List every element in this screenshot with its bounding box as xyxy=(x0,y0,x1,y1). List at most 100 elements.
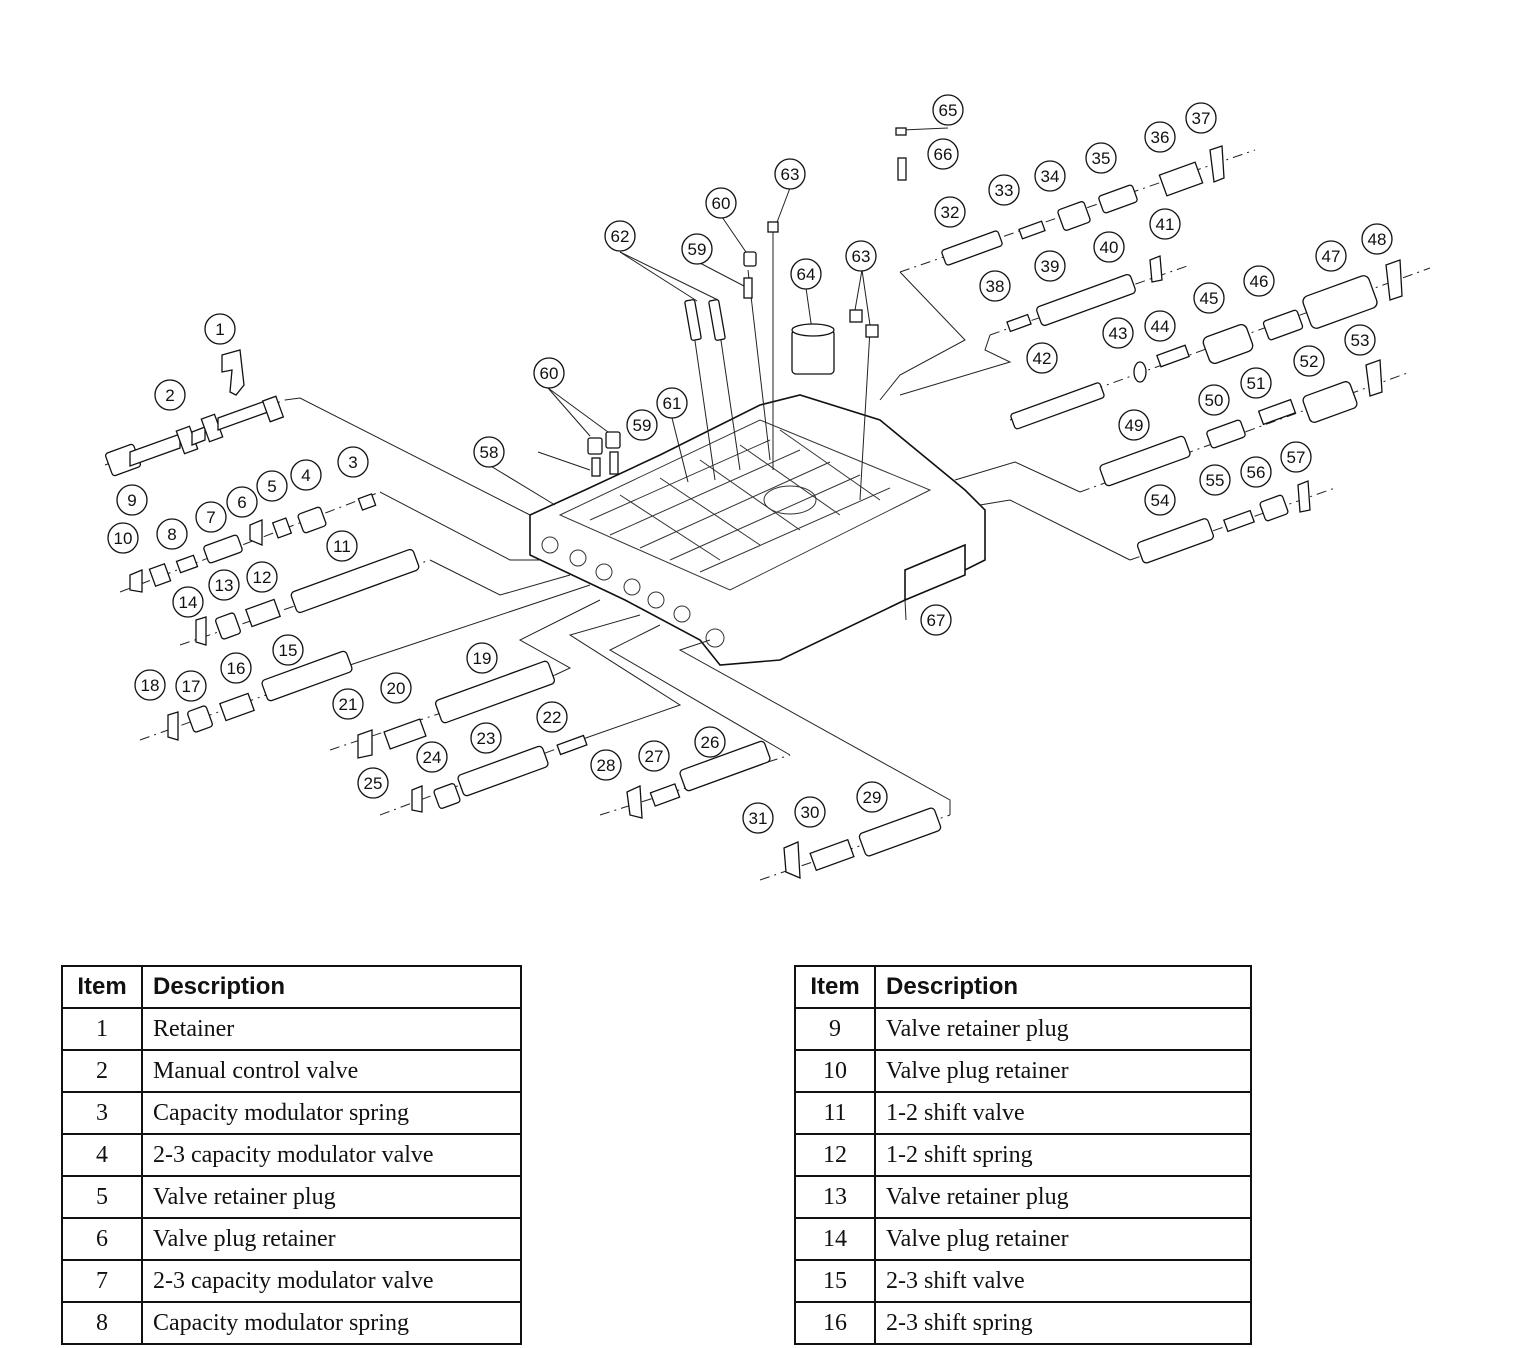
callout-circle xyxy=(774,158,806,190)
item-number: 5 xyxy=(61,1175,143,1219)
valve-body xyxy=(529,394,986,666)
callout-circle xyxy=(380,672,412,704)
callout-number: 6 xyxy=(237,493,246,512)
callout-number: 23 xyxy=(477,729,496,748)
item-number: 14 xyxy=(794,1217,876,1261)
callout-number: 14 xyxy=(179,593,198,612)
callout-number: 10 xyxy=(114,529,133,548)
callout-33: 33 xyxy=(988,174,1020,206)
callout-30: 30 xyxy=(794,796,826,828)
callout-number: 47 xyxy=(1322,247,1341,266)
callout-number: 34 xyxy=(1041,167,1060,186)
item-number: 11 xyxy=(794,1091,876,1135)
callout-4: 4 xyxy=(290,459,322,491)
callout-23: 23 xyxy=(470,722,502,754)
callout-number: 37 xyxy=(1192,109,1211,128)
callout-18: 18 xyxy=(134,669,166,701)
callout-22: 22 xyxy=(536,701,568,733)
callout-circle xyxy=(1144,310,1176,342)
item-number: 16 xyxy=(794,1301,876,1345)
callout-52: 52 xyxy=(1293,345,1325,377)
callout-circle xyxy=(175,670,207,702)
callout-60: 60 xyxy=(705,187,737,219)
callout-circle xyxy=(204,313,236,345)
callout-circle xyxy=(357,767,389,799)
item-description: Valve plug retainer xyxy=(874,1217,1252,1261)
callout-67: 67 xyxy=(920,604,952,636)
callout-circle xyxy=(1034,250,1066,282)
callout-5: 5 xyxy=(256,470,288,502)
item-description: 2-3 shift valve xyxy=(874,1259,1252,1303)
item-number: 15 xyxy=(794,1259,876,1303)
callout-39: 39 xyxy=(1034,250,1066,282)
callout-circle xyxy=(107,522,139,554)
callout-number: 61 xyxy=(663,394,682,413)
valve-body-exploded-diagram: 1234567891011121314151617181920212223242… xyxy=(104,94,1431,881)
callout-20: 20 xyxy=(380,672,412,704)
callout-15: 15 xyxy=(272,634,304,666)
callout-circle xyxy=(156,518,188,550)
callout-number: 63 xyxy=(781,165,800,184)
callout-number: 12 xyxy=(253,568,272,587)
callout-number: 25 xyxy=(364,774,383,793)
callout-circle xyxy=(1026,342,1058,374)
callout-50: 50 xyxy=(1198,384,1230,416)
callout-number: 43 xyxy=(1109,324,1128,343)
callout-number: 38 xyxy=(986,277,1005,296)
item-number: 13 xyxy=(794,1175,876,1219)
callout-number: 22 xyxy=(543,708,562,727)
item-description: 1-2 shift valve xyxy=(874,1091,1252,1135)
callout-circle xyxy=(626,409,658,441)
callout-44: 44 xyxy=(1144,310,1176,342)
callout-14: 14 xyxy=(172,586,204,618)
item-description: 2-3 capacity modulator valve xyxy=(141,1259,522,1303)
callout-circle xyxy=(656,387,688,419)
callout-number: 59 xyxy=(688,240,707,259)
callout-number: 11 xyxy=(333,537,351,556)
callout-9: 9 xyxy=(116,484,148,516)
callout-number: 60 xyxy=(712,194,731,213)
callout-number: 59 xyxy=(633,416,652,435)
callout-number: 62 xyxy=(611,227,630,246)
callout-circle xyxy=(988,174,1020,206)
callout-number: 7 xyxy=(206,508,215,527)
callout-circle xyxy=(1240,367,1272,399)
callout-number: 57 xyxy=(1287,448,1306,467)
callout-circle xyxy=(920,604,952,636)
callout-48: 48 xyxy=(1361,223,1393,255)
callout-36: 36 xyxy=(1144,121,1176,153)
callout-circle xyxy=(1144,484,1176,516)
callout-49: 49 xyxy=(1118,409,1150,441)
callout-number: 24 xyxy=(423,748,442,767)
callout-circle xyxy=(172,586,204,618)
callout-2: 2 xyxy=(154,379,186,411)
callout-circle xyxy=(246,561,278,593)
callout-number: 52 xyxy=(1300,352,1319,371)
callout-circle xyxy=(1149,208,1181,240)
callout-circle xyxy=(220,652,252,684)
callout-number: 16 xyxy=(227,659,246,678)
item-number: 4 xyxy=(61,1133,143,1177)
callout-63: 63 xyxy=(774,158,806,190)
callout-circle xyxy=(790,258,822,290)
callout-number: 31 xyxy=(749,809,768,828)
callout-40: 40 xyxy=(1093,231,1125,263)
callout-circle xyxy=(226,486,258,518)
callout-circle xyxy=(1185,102,1217,134)
callout-circle xyxy=(1199,464,1231,496)
callout-number: 32 xyxy=(941,203,960,222)
callout-number: 67 xyxy=(927,611,946,630)
callout-number: 46 xyxy=(1250,272,1269,291)
item-number: 8 xyxy=(61,1301,143,1345)
callout-number: 29 xyxy=(863,788,882,807)
callout-number: 41 xyxy=(1156,215,1175,234)
item-number: 3 xyxy=(61,1091,143,1135)
